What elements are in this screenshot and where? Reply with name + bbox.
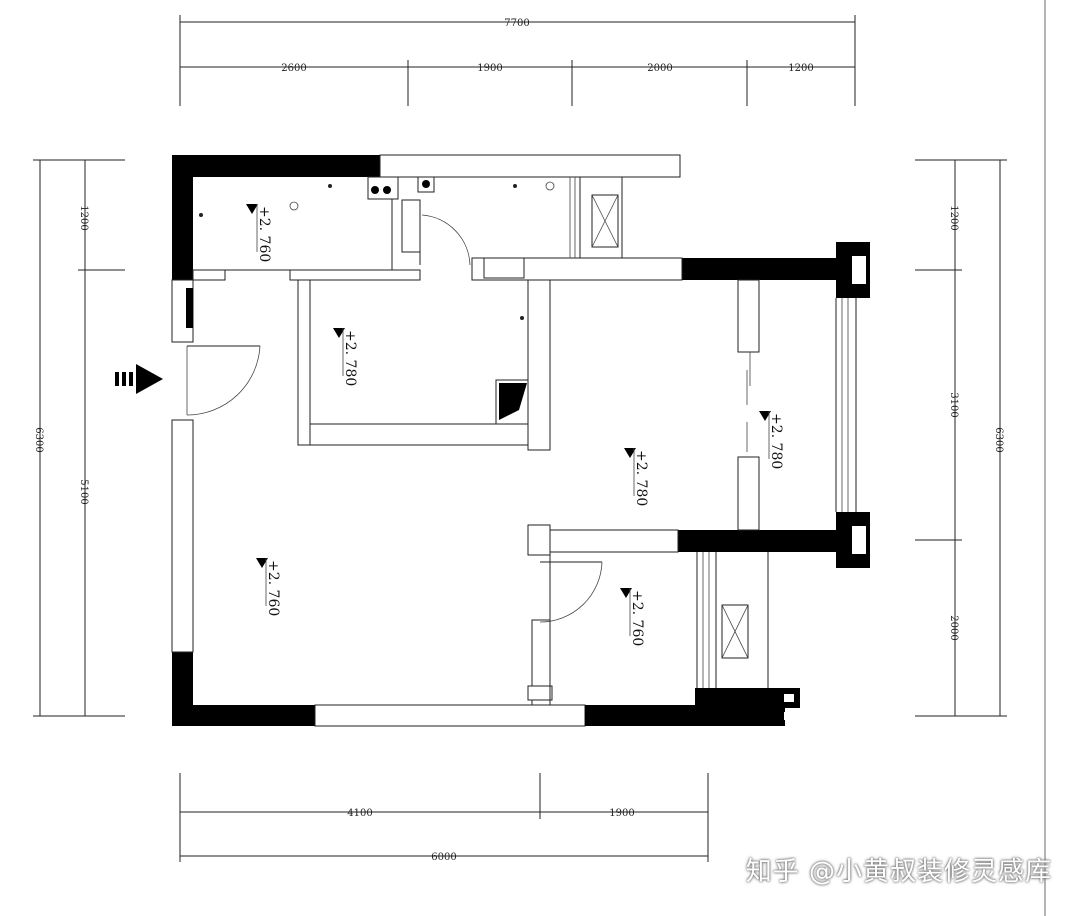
- duct-shafts: [591, 194, 749, 659]
- dim-left-2: 5100: [78, 479, 89, 504]
- dim-bottom-2: 1900: [609, 808, 634, 819]
- dim-right-3: 2000: [948, 615, 959, 640]
- elevation-marker-balcony: +2. 780: [759, 411, 784, 469]
- stove-burner-icon: [371, 186, 379, 194]
- light-fixture-icon: [545, 181, 555, 191]
- top-dimensions: 7700 2600 1900 2000 1200: [179, 15, 856, 106]
- dim-right-2: 3100: [948, 392, 959, 417]
- balcony-partitions: [737, 279, 760, 531]
- svg-text:+2. 760: +2. 760: [256, 206, 272, 262]
- dim-top-4: 1200: [788, 63, 813, 74]
- dim-top-1: 2600: [281, 63, 306, 74]
- dim-bottom-total: 6000: [431, 852, 456, 863]
- dim-right-total: 6300: [993, 427, 1004, 452]
- stove-burner-icon: [383, 186, 391, 194]
- fixtures: [199, 176, 555, 425]
- dim-bottom-1: 4100: [347, 808, 372, 819]
- dim-top-3: 2000: [647, 63, 672, 74]
- elevation-marker-kitchen: +2. 760: [246, 204, 272, 262]
- svg-text:+2. 780: +2. 780: [633, 450, 649, 506]
- dim-right-1: 1200: [948, 205, 959, 230]
- bottom-dimensions: 4100 1900 6000: [179, 773, 709, 863]
- doors: [186, 199, 603, 623]
- dim-top-total: 7700: [504, 18, 529, 29]
- elevation-marker-dining: +2. 760: [256, 558, 281, 616]
- walls: [171, 154, 870, 727]
- dim-left-total: 6300: [33, 427, 44, 452]
- windows: [569, 177, 857, 688]
- right-dimensions: 6300 1200 3100 2000: [915, 159, 1007, 717]
- svg-text:+2. 780: +2. 780: [342, 330, 358, 386]
- elevation-marker-living: +2. 780: [624, 448, 649, 506]
- elevation-marker-bedroom: +2. 780: [333, 328, 358, 386]
- dim-top-2: 1900: [477, 63, 502, 74]
- svg-text:+2. 760: +2. 760: [265, 560, 281, 616]
- svg-text:+2. 760: +2. 760: [629, 590, 645, 646]
- dim-left-1: 1200: [78, 205, 89, 230]
- entry-arrow-icon: [115, 364, 163, 394]
- watermark: 知乎 @小黄叔装修灵感库: [745, 857, 1052, 887]
- elevation-marker-bathroom: +2. 760: [620, 588, 645, 646]
- left-dimensions: 6300 1200 5100: [33, 159, 125, 717]
- svg-text:+2. 780: +2. 780: [768, 413, 784, 469]
- light-fixture-icon: [289, 201, 299, 211]
